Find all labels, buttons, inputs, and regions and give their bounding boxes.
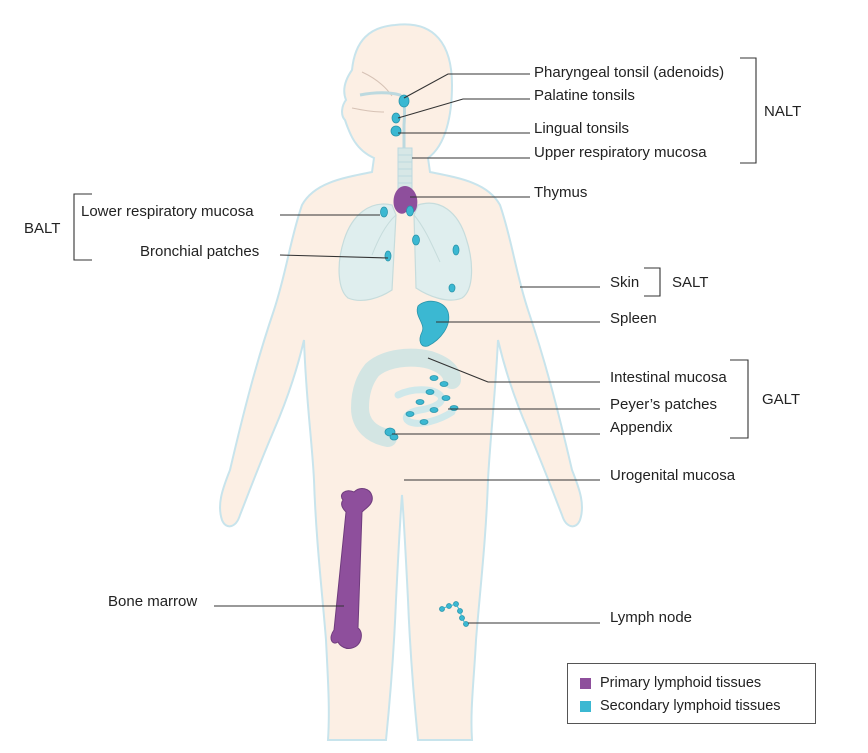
balt-bracket: [73, 193, 92, 261]
label-upper-respiratory-mucosa: Upper respiratory mucosa: [534, 144, 707, 161]
peyers-patch: [439, 381, 449, 387]
legend-label-secondary: Secondary lymphoid tissues: [600, 698, 781, 714]
label-lymph-node: Lymph node: [610, 609, 692, 626]
label-spleen: Spleen: [610, 310, 657, 327]
colon: [350, 348, 461, 447]
bronchial-patch: [412, 234, 420, 246]
nasal-passage: [359, 91, 406, 150]
spleen-organ: [416, 300, 450, 347]
label-lingual-tonsils: Lingual tonsils: [534, 120, 629, 137]
label-urogenital-mucosa: Urogenital mucosa: [610, 467, 736, 484]
brackets: [73, 57, 757, 439]
peyers-patch: [429, 407, 439, 413]
body-silhouette: [219, 23, 583, 741]
peyers-patch: [441, 395, 451, 401]
peyers-patch: [429, 375, 439, 381]
label-peyers-patches: Peyer’s patches: [610, 396, 717, 413]
label-palatine-tonsils: Palatine tonsils: [534, 87, 635, 104]
group-nalt: NALT: [764, 103, 801, 120]
label-appendix: Appendix: [610, 419, 673, 436]
lungs: [338, 202, 473, 302]
label-pharyngeal-tonsil: Pharyngeal tonsil (adenoids): [534, 64, 724, 81]
group-salt: SALT: [672, 274, 708, 291]
label-lower-respiratory-mucosa: Lower respiratory mucosa: [81, 203, 254, 220]
nalt-bracket: [740, 57, 757, 164]
peyers-patch: [419, 419, 429, 425]
labels: Pharyngeal tonsil (adenoids) Palatine to…: [24, 64, 801, 626]
legend-item-primary: Primary lymphoid tissues: [580, 673, 761, 693]
peyers-patch: [405, 411, 415, 417]
peyers-patch: [425, 389, 435, 395]
bronchial-patch: [452, 244, 460, 256]
legend-item-secondary: Secondary lymphoid tissues: [580, 696, 781, 716]
lingual-tissue: [390, 125, 402, 137]
body-outline: [219, 23, 583, 741]
femur-bone: [330, 488, 373, 649]
legend: Primary lymphoid tissues Secondary lymph…: [567, 663, 816, 724]
leader-palatine: [397, 98, 530, 119]
legend-label-primary: Primary lymphoid tissues: [600, 675, 762, 691]
bronchial-patch: [406, 205, 414, 217]
label-bronchial-patches: Bronchial patches: [140, 243, 259, 260]
galt-bracket: [730, 359, 749, 439]
appendix-tissue: [389, 433, 399, 441]
peyers-patch: [449, 405, 459, 411]
group-galt: GALT: [762, 391, 800, 408]
bronchial-patch: [448, 283, 456, 293]
bronchial-patch: [384, 250, 392, 262]
leader-pharyngeal: [403, 73, 530, 99]
bronchial-patch: [380, 206, 388, 218]
left-lung: [338, 203, 397, 302]
leader-bronchial: [279, 254, 389, 259]
label-thymus: Thymus: [534, 184, 587, 201]
right-lung: [413, 202, 473, 301]
label-bone-marrow: Bone marrow: [108, 593, 197, 610]
adenoid-tissue: [398, 94, 410, 108]
secondary-swatch: [580, 700, 591, 712]
primary-swatch: [580, 677, 591, 689]
leader-intestinal: [427, 357, 600, 383]
palatine-tissue: [391, 112, 401, 124]
group-balt: BALT: [24, 220, 60, 237]
leader-lines: [214, 73, 600, 624]
label-skin: Skin: [610, 274, 639, 291]
peyers-patch: [415, 399, 425, 405]
label-intestinal-mucosa: Intestinal mucosa: [610, 369, 727, 386]
airway: [359, 91, 413, 195]
lymph-vessel: [439, 603, 467, 626]
salt-bracket: [644, 267, 661, 297]
